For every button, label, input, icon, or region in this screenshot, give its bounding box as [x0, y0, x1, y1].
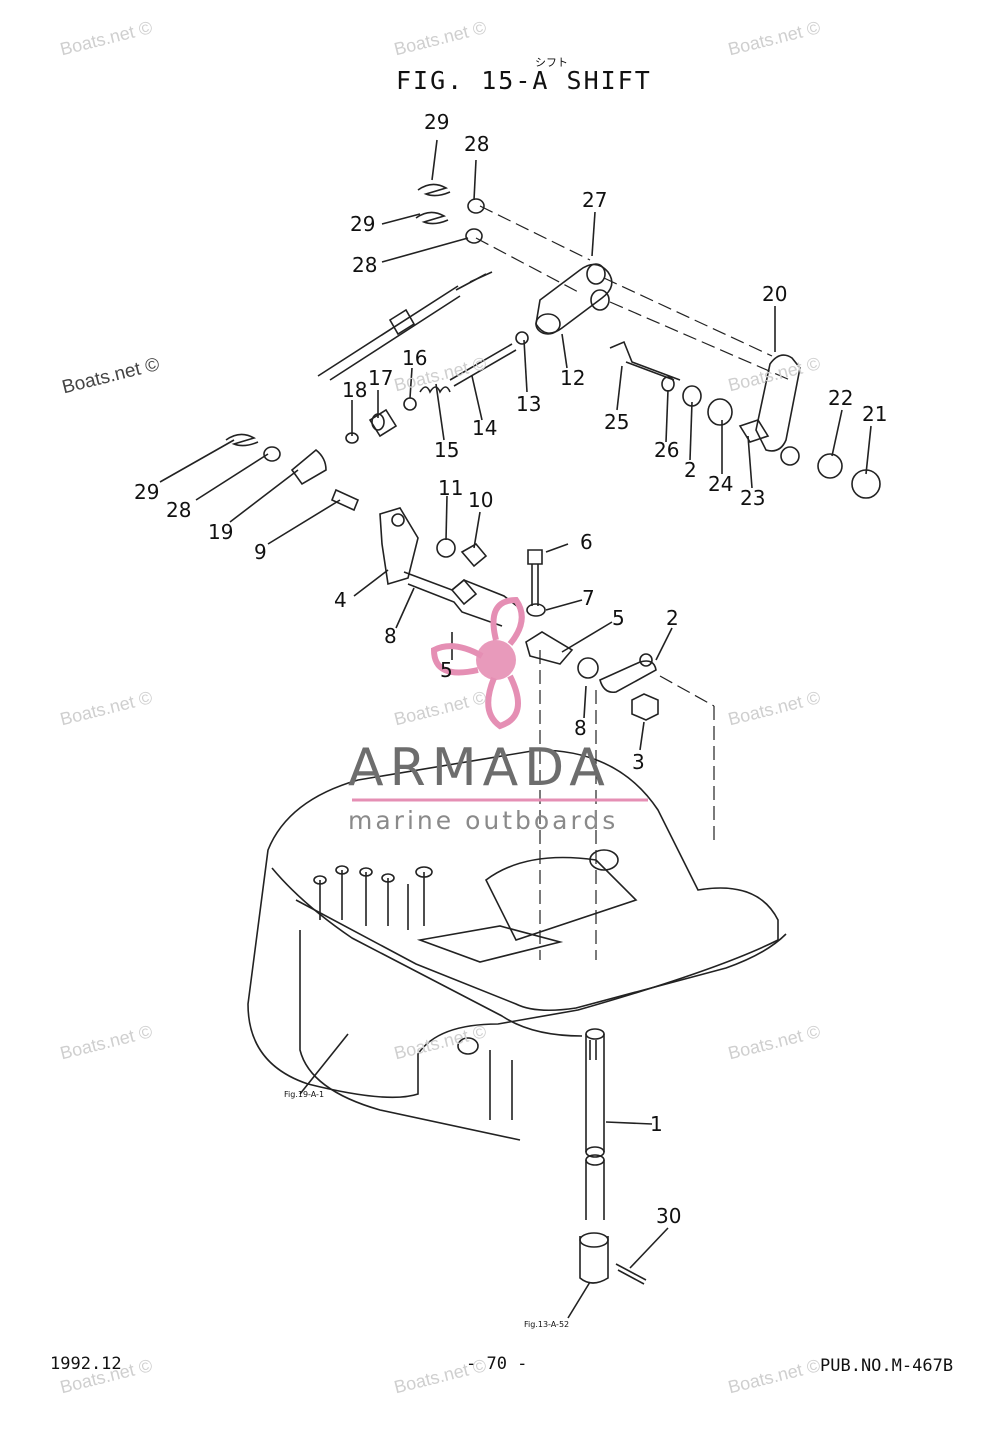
callout-24: 24: [708, 472, 734, 496]
footer-publication-number: PUB.NO.M-467B: [820, 1356, 954, 1376]
brand-name: ARMADA: [348, 738, 611, 798]
callout-29: 29: [350, 212, 376, 236]
callout-10: 10: [468, 488, 494, 512]
callout-15: 15: [434, 438, 460, 462]
callout-21: 21: [862, 402, 888, 426]
callout-6: 6: [580, 530, 593, 554]
callout-20: 20: [762, 282, 788, 306]
callout-7: 7: [582, 586, 595, 610]
title-japanese: シフト: [535, 56, 568, 69]
armada-logo-icon: [352, 596, 648, 802]
callout-30: 30: [656, 1204, 682, 1228]
callout-2: 2: [684, 458, 697, 482]
ref-shaft-figure: Fig.13-A-52: [524, 1320, 570, 1329]
callout-13: 13: [516, 392, 542, 416]
page-title: FIG. 15-A SHIFT: [396, 66, 652, 95]
callout-18: 18: [342, 378, 368, 402]
footer-date: 1992.12: [50, 1354, 122, 1374]
callout-4: 4: [334, 588, 347, 612]
callout-17: 17: [368, 366, 394, 390]
footer-page-number: - 70 -: [466, 1354, 528, 1374]
callout-12: 12: [560, 366, 586, 390]
callout-8: 8: [574, 716, 587, 740]
callout-11: 11: [438, 476, 464, 500]
callout-25: 25: [604, 410, 630, 434]
callout-3: 3: [632, 750, 645, 774]
callout-26: 26: [654, 438, 680, 462]
callout-22: 22: [828, 386, 854, 410]
callout-28: 28: [352, 253, 378, 277]
callout-5: 5: [612, 606, 625, 630]
ref-cowling-figure: Fig.19-A-1: [284, 1090, 325, 1099]
callout-29: 29: [424, 110, 450, 134]
callout-29: 29: [134, 480, 160, 504]
callout-8: 8: [384, 624, 397, 648]
callout-9: 9: [254, 540, 267, 564]
callout-16: 16: [402, 346, 428, 370]
callout-23: 23: [740, 486, 766, 510]
callout-28: 28: [464, 132, 490, 156]
callout-5: 5: [440, 658, 453, 682]
callout-28: 28: [166, 498, 192, 522]
callout-2: 2: [666, 606, 679, 630]
brand-tagline: marine outboards: [348, 806, 619, 835]
callout-19: 19: [208, 520, 234, 544]
callout-27: 27: [582, 188, 608, 212]
callout-14: 14: [472, 416, 498, 440]
callout-1: 1: [650, 1112, 663, 1136]
